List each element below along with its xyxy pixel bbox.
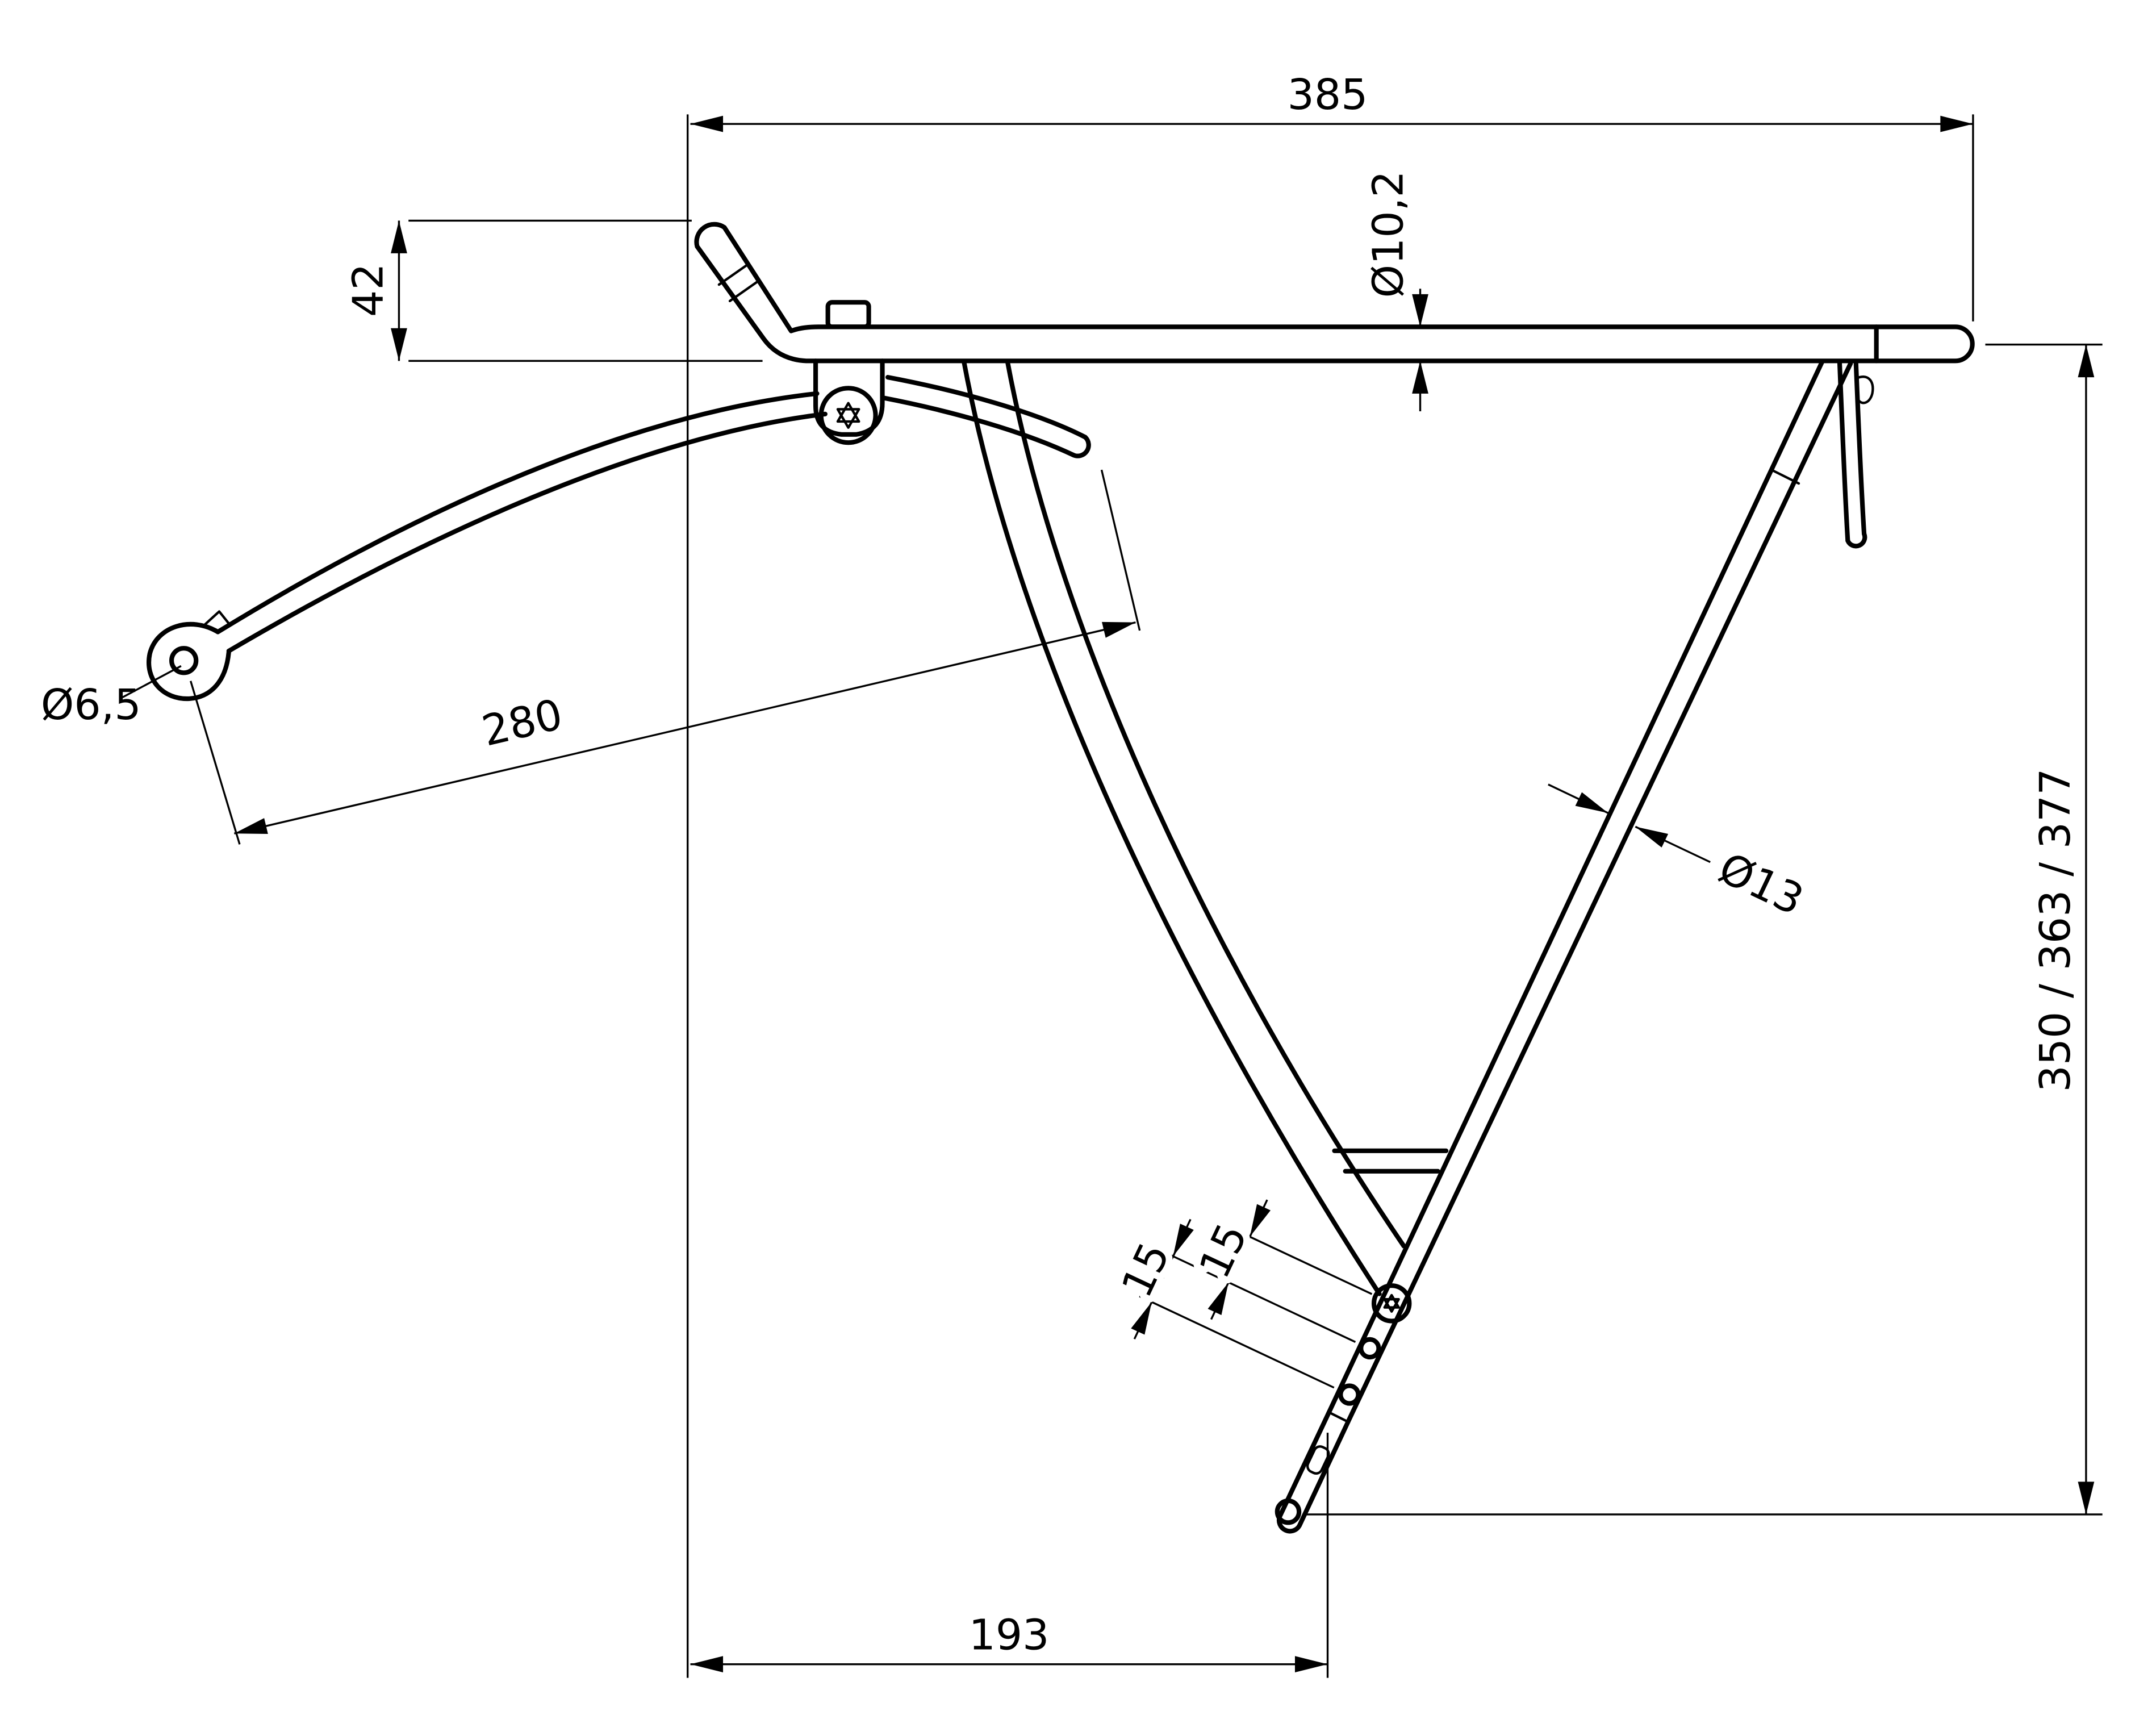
arrowhead [2078, 344, 2095, 378]
arrowhead [1207, 1282, 1229, 1315]
rack-outline [147, 222, 1975, 1534]
arrowhead [1575, 792, 1608, 813]
dim-hole-pitch: 15 15 [1105, 1199, 1373, 1389]
dim-label-leg-tube-diameter: Ø13 [1711, 843, 1811, 925]
clamp-torx-star-2 [836, 408, 860, 429]
rear-bracket-end-cap [1845, 531, 1867, 549]
arrowhead [1131, 1301, 1152, 1335]
dim-label-platform-tube-diameter: Ø10,2 [1363, 170, 1413, 298]
support-stay-upper-edge [215, 391, 820, 635]
dim-label-mount-heights: 350 / 363 / 377 [2030, 768, 2080, 1092]
dim-eyelet-hole-diameter: Ø6,5 [41, 665, 182, 729]
arrowhead [1250, 1204, 1271, 1237]
dim-label-width-total: 385 [1288, 70, 1368, 119]
rear-bracket-hook [1854, 375, 1874, 404]
extension-line-280-right [1100, 469, 1141, 631]
side-rail-lower-edge [880, 395, 1076, 457]
clamp-torx-star-1 [836, 402, 860, 423]
rear-leg-left-edge [1326, 360, 1824, 1415]
arrowhead [1635, 827, 1669, 848]
dim-label-leg-offset: 193 [969, 1610, 1050, 1659]
leg-torx-bolt [1371, 1283, 1412, 1324]
extension-line-hole2 [1139, 1295, 1335, 1389]
dim-leg-offset: 193 [690, 1433, 1329, 1678]
arrowhead [1294, 1656, 1328, 1673]
arrowhead [1412, 361, 1428, 394]
arrowhead [1412, 294, 1428, 327]
dim-label-stay-length: 280 [478, 690, 567, 756]
lip-bend-tick-1 [717, 264, 747, 286]
leg-torx-star-2 [1383, 1298, 1400, 1313]
dim-line-280 [233, 621, 1136, 834]
rear-bracket-left-edge [1837, 360, 1850, 543]
arrowhead [1173, 1224, 1194, 1257]
mount-plate-slot [1306, 1445, 1330, 1475]
dim-lip-height: 42 [344, 219, 763, 362]
arrowhead [690, 115, 724, 132]
front-leg-outer-edge [962, 360, 1382, 1296]
lip-bend-tick-2 [728, 281, 759, 302]
rear-bracket-right-edge [1853, 360, 1867, 536]
dim-platform-tube-diameter: Ø10,2 [1363, 170, 1428, 412]
arrowhead [391, 220, 407, 253]
stay-eyelet-hole [169, 646, 199, 675]
arrowhead [1940, 115, 1973, 132]
arrowhead [1102, 621, 1136, 638]
front-leg-inner-edge [1005, 360, 1406, 1249]
leg-torx-star-1 [1383, 1293, 1400, 1309]
arrowhead [2078, 1482, 2095, 1514]
dim-width-total: 385 [690, 70, 1974, 322]
rear-leg-right-edge [1346, 361, 1853, 1425]
side-rail-end-cap [1071, 435, 1091, 458]
support-stay-lower-edge [226, 411, 828, 654]
stay-eyelet-plate [147, 621, 231, 701]
extension-line-280-left [190, 681, 241, 845]
rear-leg-weld-tick [1770, 468, 1800, 485]
platform-tube-outline [694, 222, 1975, 364]
dim-leg-tube-diameter: Ø13 [1548, 783, 1811, 925]
dim-stay-length: 280 [190, 469, 1141, 845]
arrowhead [234, 818, 268, 834]
mount-plate-transition-line [1327, 1410, 1349, 1424]
extension-line-bolt [1237, 1230, 1373, 1295]
adjustment-hole-2 [1338, 1383, 1361, 1406]
leader-line-dia65 [122, 665, 182, 698]
dim-label-eyelet-hole-diameter: Ø6,5 [41, 680, 141, 729]
arrowhead [391, 328, 407, 361]
arrowhead [690, 1656, 724, 1673]
dim-label-lip-height: 42 [344, 263, 393, 317]
mount-plate-tip-hole [1275, 1498, 1302, 1525]
extension-line-hole1 [1160, 1249, 1356, 1343]
dim-label-hole-pitch-lower: 15 [1112, 1235, 1180, 1305]
dim-mount-heights: 350 / 363 / 377 [1304, 343, 2103, 1516]
dim-label-hole-pitch-upper: 15 [1189, 1216, 1257, 1286]
side-rail-upper-edge [885, 375, 1088, 440]
platform-bolt-head [825, 300, 871, 329]
eyelet-notch [203, 610, 232, 627]
adjustment-hole-1 [1359, 1337, 1381, 1360]
